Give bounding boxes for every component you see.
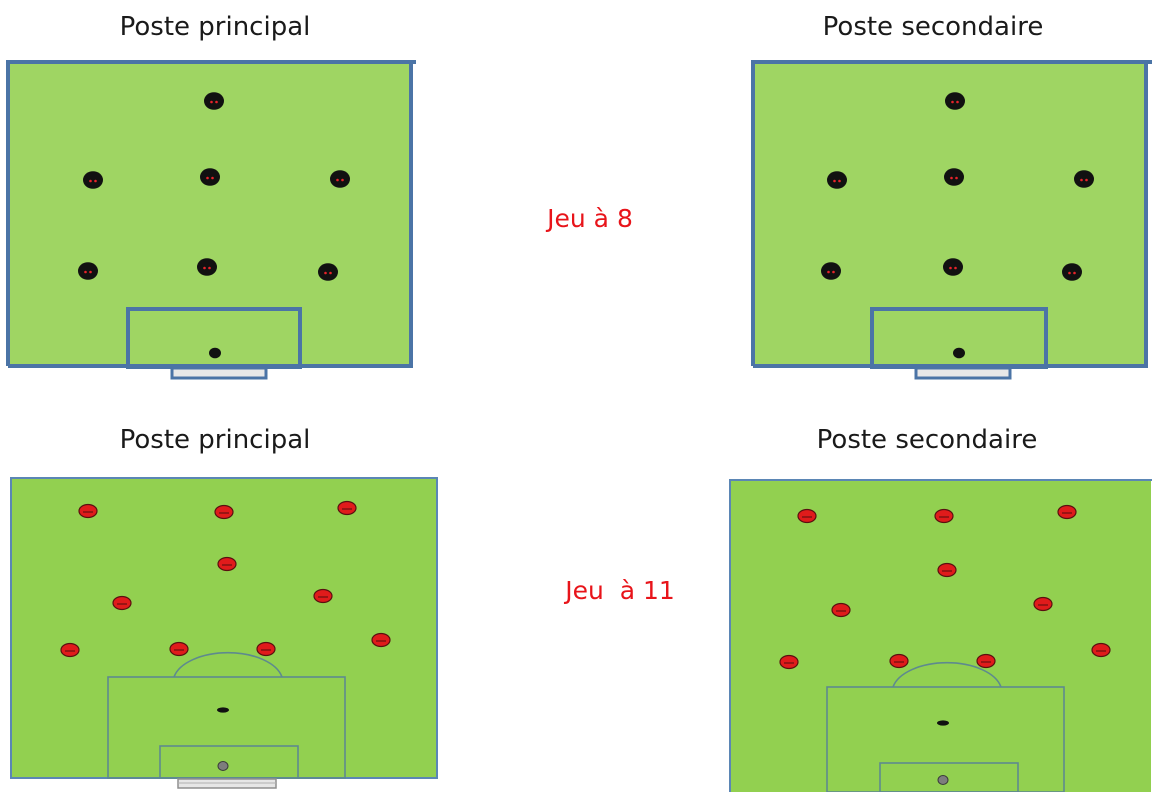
caption-secondaire-8: Poste secondaire — [822, 12, 1044, 42]
goal — [914, 366, 1012, 380]
player-marker-milieu-offensif — [217, 556, 237, 572]
player-marker-milieu-droit — [330, 170, 350, 188]
caption-principal-8: Poste principal — [119, 12, 311, 42]
player-marker-attaquant-gauche — [797, 508, 817, 524]
player-marker-milieu-gauche — [831, 602, 851, 618]
player-marker-gardien — [217, 761, 229, 771]
pitch-grass — [730, 480, 1151, 792]
pitch-jeu11-secondaire — [729, 479, 1152, 792]
pitch-grass — [8, 62, 411, 366]
player-marker-attaquant-droit — [1057, 504, 1077, 520]
pitch-grass — [10, 477, 438, 779]
penalty-arc — [173, 651, 283, 678]
pitch-jeu8-secondaire — [751, 60, 1152, 380]
player-marker-defenseur-droit — [318, 263, 338, 281]
player-marker-milieu-axial — [200, 168, 220, 186]
player-marker-gardien — [209, 347, 221, 359]
player-marker-defenseur-axial — [943, 258, 963, 276]
player-marker-gardien — [953, 347, 965, 359]
players — [60, 500, 391, 771]
player-marker-defenseur-axial — [197, 258, 217, 276]
player-marker-milieu-droit — [313, 588, 333, 604]
player-marker-defenseur-gauche — [78, 262, 98, 280]
pitch-jeu8-principal — [6, 60, 416, 380]
player-marker-defenseur-central-gauche — [169, 641, 189, 657]
caption-principal-11: Poste principal — [119, 425, 311, 455]
player-marker-defenseur-gauche — [821, 262, 841, 280]
goal-area — [879, 762, 1019, 792]
penalty-arc — [892, 661, 1002, 688]
penalty-spot — [217, 707, 229, 713]
player-marker-milieu-droit — [1033, 596, 1053, 612]
player-marker-milieu-gauche — [827, 171, 847, 189]
players — [821, 92, 1094, 359]
player-marker-avant-centre — [934, 508, 954, 524]
players — [779, 504, 1111, 785]
penalty-area — [826, 686, 1065, 792]
goal — [170, 366, 268, 380]
player-marker-gardien — [937, 775, 949, 785]
pitch-grass — [753, 62, 1146, 366]
penalty-spot — [937, 720, 949, 726]
pitch-border — [729, 479, 1152, 792]
player-marker-defenseur-droit — [1062, 263, 1082, 281]
player-marker-milieu-axial — [944, 168, 964, 186]
player-marker-attaquant — [204, 92, 224, 110]
player-marker-lateral-gauche — [60, 642, 80, 658]
caption-secondaire-11: Poste secondaire — [816, 425, 1038, 455]
player-marker-avant-centre — [214, 504, 234, 520]
player-marker-attaquant — [945, 92, 965, 110]
player-marker-lateral-droit — [1091, 642, 1111, 658]
goal-area — [159, 745, 299, 779]
pitch-jeu11-principal — [10, 477, 438, 789]
player-marker-attaquant-droit — [337, 500, 357, 516]
player-marker-milieu-gauche — [83, 171, 103, 189]
player-marker-lateral-droit — [371, 632, 391, 648]
label-jeu-a-8: Jeu à 8 — [547, 204, 633, 233]
player-marker-lateral-gauche — [779, 654, 799, 670]
player-marker-defenseur-central-droit — [256, 641, 276, 657]
player-marker-milieu-droit — [1074, 170, 1094, 188]
player-marker-milieu-offensif — [937, 562, 957, 578]
label-jeu-a-11: Jeu à 11 — [565, 576, 675, 605]
player-marker-defenseur-central-droit — [976, 653, 996, 669]
players — [78, 92, 350, 359]
player-marker-defenseur-central-gauche — [889, 653, 909, 669]
player-marker-milieu-gauche — [112, 595, 132, 611]
player-marker-attaquant-gauche — [78, 503, 98, 519]
